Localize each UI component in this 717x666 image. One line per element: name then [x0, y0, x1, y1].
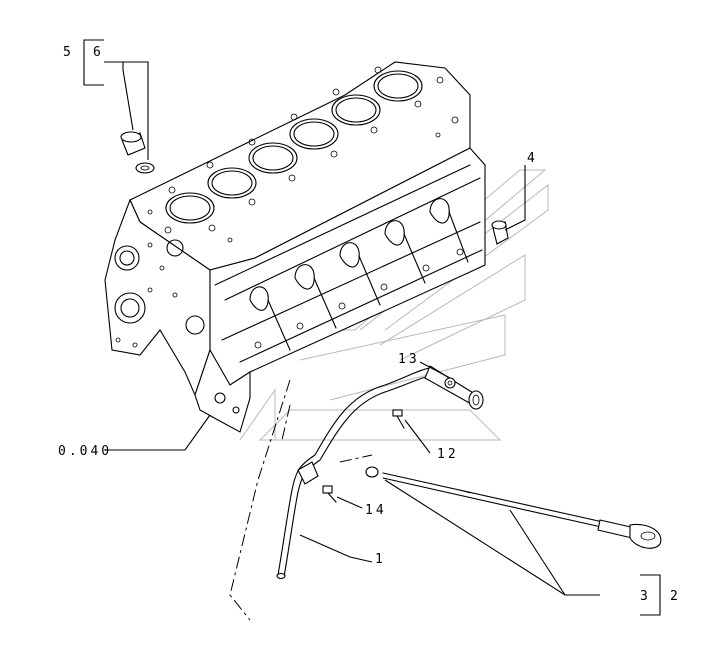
dipstick-tube-part-1	[276, 365, 484, 580]
callout-13: 13	[398, 352, 420, 367]
screw-part-14	[322, 485, 337, 503]
callout-5: 5	[63, 45, 74, 60]
callout-14: 14	[365, 503, 387, 518]
washer-part-5	[135, 162, 155, 174]
callout-0-040: 0.040	[58, 444, 112, 459]
callout-2: 2	[670, 589, 681, 604]
washer-part-13	[444, 377, 456, 389]
callout-3: 3	[640, 589, 651, 604]
assembly-guide-lines	[229, 379, 373, 621]
plug-part-4	[491, 220, 509, 245]
leader-lines	[83, 39, 661, 616]
callout-6: 6	[93, 45, 104, 60]
dipstick-part-3	[382, 472, 662, 549]
callout-1: 1	[375, 552, 386, 567]
screw-part-12	[392, 409, 405, 429]
engine-block	[104, 61, 486, 433]
plug-part-6	[120, 131, 146, 156]
o-ring	[365, 466, 379, 478]
callout-4: 4	[527, 151, 538, 166]
callout-12: 12	[437, 447, 459, 462]
